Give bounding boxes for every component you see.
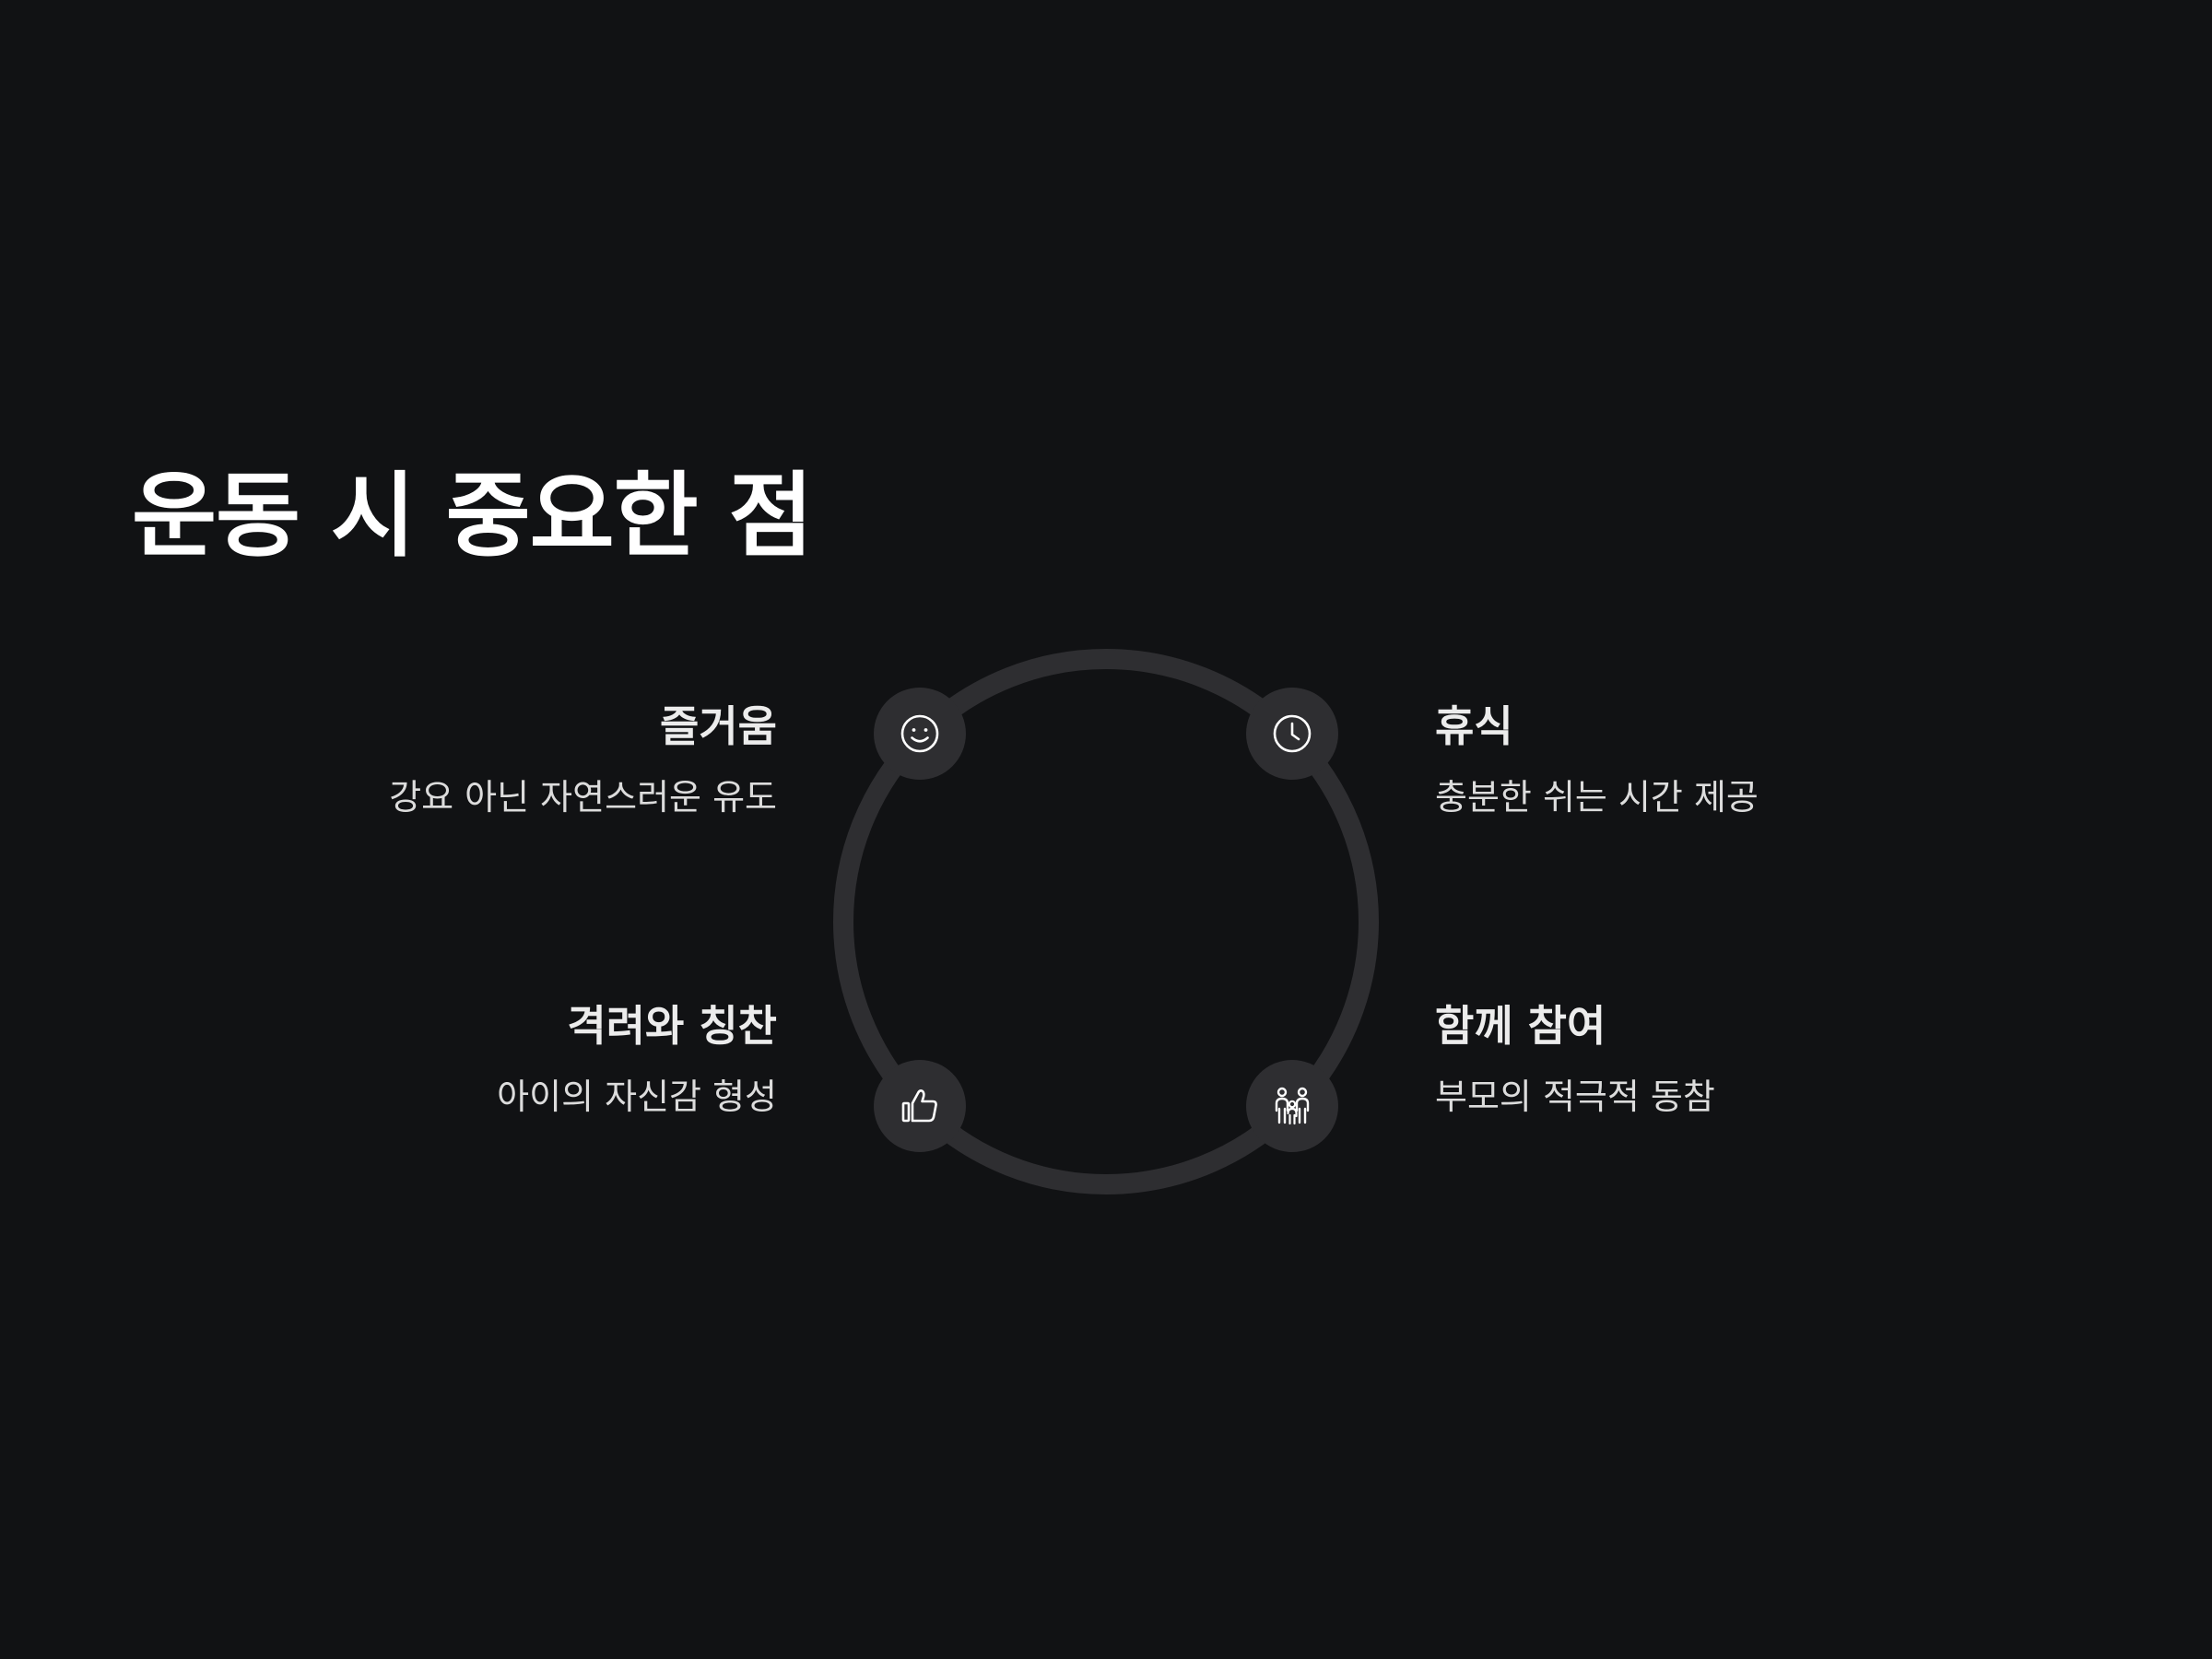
item-description: 아이의 자신감 형성 [497, 1077, 777, 1117]
item-description: 부모의 적극적 동참 [1435, 1077, 1715, 1117]
clock-icon [1273, 714, 1312, 753]
page-title: 운동 시 중요한 점 [132, 462, 813, 570]
item-title: 휴식 [1435, 701, 1513, 751]
enjoyment-node [874, 688, 966, 780]
item-title: 함께 참여 [1435, 1001, 1606, 1051]
smile-icon [900, 714, 939, 753]
rest-node [1246, 688, 1338, 780]
together-label: 함께 참여 부모의 적극적 동참 [1435, 1000, 2080, 1120]
item-title: 즐거움 [660, 701, 777, 751]
rest-label: 휴식 충분한 쉬는 시간 제공 [1435, 700, 2080, 820]
encouragement-node [874, 1060, 966, 1152]
enjoyment-label: 즐거움 강요 아닌 자연스러운 유도 [132, 700, 777, 820]
family-icon [1275, 1087, 1310, 1125]
encouragement-label: 격려와 칭찬 아이의 자신감 형성 [132, 1000, 777, 1120]
item-description: 강요 아닌 자연스러운 유도 [389, 777, 777, 818]
item-title: 격려와 칭찬 [567, 1001, 777, 1051]
item-description: 충분한 쉬는 시간 제공 [1435, 777, 1759, 818]
thumbs-up-icon [901, 1089, 937, 1123]
together-node [1246, 1060, 1338, 1152]
